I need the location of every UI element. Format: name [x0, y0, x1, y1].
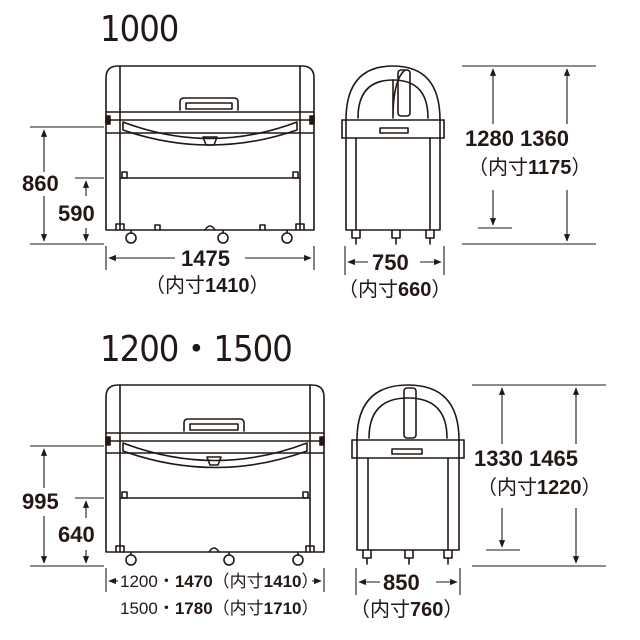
top-side-heights: 1280 1360 [465, 126, 569, 151]
bottom-dimension-lines [30, 384, 606, 595]
bottom-depth: 850 [383, 570, 420, 595]
top-height-inner: 590 [58, 201, 95, 226]
top-front-view [105, 65, 315, 244]
top-side-inner: （内寸1175） [468, 157, 592, 179]
top-width: 1475 [181, 246, 230, 271]
bottom-front-view [105, 384, 325, 566]
model-1000-title: 1000 [100, 9, 179, 50]
bottom-side-view [351, 384, 465, 565]
top-side-view [341, 65, 445, 245]
bottom-height-outer: 995 [22, 489, 59, 514]
bottom-width-line-1500: 1500・1780（内寸1710） [120, 599, 319, 618]
top-depth-inner: （内寸660） [338, 279, 452, 301]
bottom-depth-inner: （内寸760） [350, 599, 464, 621]
top-depth: 750 [372, 250, 409, 275]
bottom-width-line-1200: 1200・1470（内寸1410） [120, 572, 319, 591]
top-width-inner: （内寸1410） [145, 275, 270, 297]
bottom-side-heights: 1330 1465 [474, 446, 578, 471]
bottom-height-inner: 640 [58, 522, 95, 547]
top-height-outer: 860 [22, 171, 59, 196]
model-1200-1500-title: 1200・1500 [100, 329, 293, 370]
bottom-side-inner: （内寸1220） [477, 477, 602, 499]
top-dimension-lines [30, 65, 596, 275]
